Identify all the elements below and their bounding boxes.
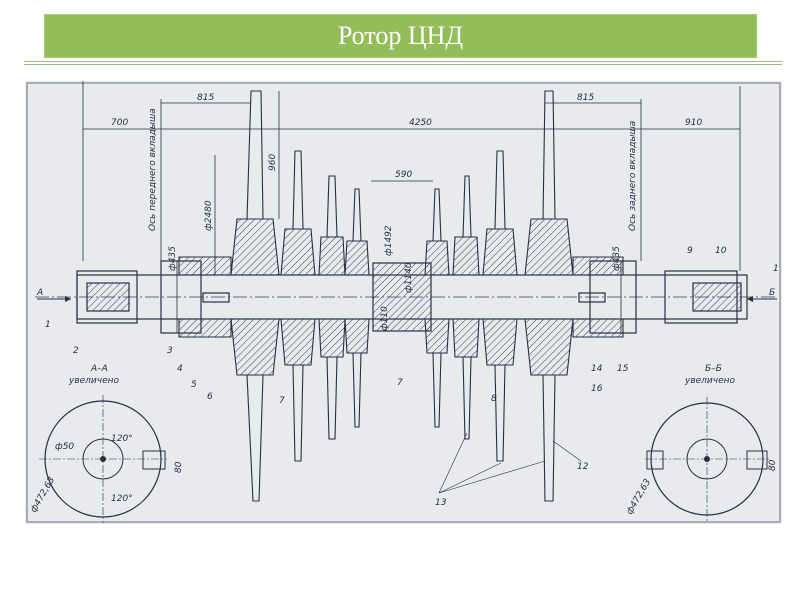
section-aa-angle-top: 120° — [111, 434, 133, 444]
callout-4: 4 — [177, 364, 183, 374]
callout-7a: 7 — [279, 396, 285, 406]
divider-bottom — [24, 64, 782, 65]
dim-2480: ф2480 — [204, 200, 214, 231]
dim-435-right: ф435 — [612, 246, 622, 271]
axis-rear-label: Ось заднего вкладыша — [628, 121, 638, 231]
section-aa-title: А–А — [90, 364, 108, 374]
dim-4250: 4250 — [409, 118, 432, 128]
section-bb-dim80: 80 — [768, 459, 778, 471]
rotor-drawing-svg: 700 815 4250 815 910 960 590 ф2480 ф1492… — [26, 81, 781, 523]
dim-910: 910 — [685, 118, 702, 128]
section-aa: А–А увеличено 120° 120° ф50 80 ф472,63 — [29, 364, 184, 523]
callout-8: 8 — [491, 394, 497, 404]
callout-1-right: 1 — [773, 264, 779, 274]
callout-9: 9 — [687, 246, 693, 256]
callout-10: 10 — [715, 246, 727, 256]
dim-815-left: 815 — [197, 93, 214, 103]
dim-960: 960 — [268, 154, 278, 171]
section-bb-subtitle: увеличено — [684, 376, 736, 386]
dim-700: 700 — [111, 118, 128, 128]
section-aa-angle-bottom: 120° — [111, 494, 133, 504]
section-bb-d472: ф472,63 — [625, 477, 653, 516]
dim-1492: ф1492 — [384, 225, 394, 256]
dim-590: 590 — [395, 170, 412, 180]
callout-6: 6 — [207, 392, 213, 402]
callout-1: 1 — [45, 320, 51, 330]
arrow-a-label: А — [36, 288, 43, 298]
dim-110: ф110 — [380, 306, 390, 331]
callouts: 1 2 3 4 5 6 7 7 8 9 10 12 13 14 15 16 1 — [45, 246, 779, 508]
callout-2: 2 — [73, 346, 79, 356]
rotor-drawing: 700 815 4250 815 910 960 590 ф2480 ф1492… — [25, 81, 782, 524]
section-bb-title: Б–Б — [705, 364, 722, 374]
callout-14: 14 — [591, 364, 603, 374]
section-aa-d472: ф472,63 — [29, 475, 57, 514]
section-aa-subtitle: увеличено — [68, 376, 120, 386]
axis-front-label: Ось переднего вкладыша — [148, 108, 158, 231]
section-aa-d50: ф50 — [55, 442, 74, 452]
callout-13: 13 — [435, 498, 447, 508]
rotor-discs — [178, 90, 624, 502]
callout-3: 3 — [167, 346, 173, 356]
dimension-lines — [82, 81, 741, 333]
divider-top — [24, 61, 782, 62]
callout-12: 12 — [577, 462, 589, 472]
callout-7b: 7 — [397, 378, 403, 388]
callout-16: 16 — [591, 384, 603, 394]
section-bb: Б–Б увеличено 80 ф472,63 — [625, 364, 778, 521]
dim-435-left: ф435 — [168, 246, 178, 271]
rotor-shaft — [76, 260, 748, 334]
drawing-frame — [26, 82, 781, 523]
callout-15: 15 — [617, 364, 629, 374]
section-arrow-a: А — [36, 288, 71, 302]
dim-1140: ф1140 — [404, 262, 414, 293]
callout-5: 5 — [191, 380, 197, 390]
section-aa-dim80: 80 — [174, 461, 184, 473]
arrow-b-label: Б — [769, 288, 775, 298]
dim-815-right: 815 — [577, 93, 594, 103]
slide-title-bar: Ротор ЦНД — [44, 14, 757, 58]
section-arrow-b: Б — [747, 288, 777, 302]
slide-title: Ротор ЦНД — [337, 21, 464, 50]
